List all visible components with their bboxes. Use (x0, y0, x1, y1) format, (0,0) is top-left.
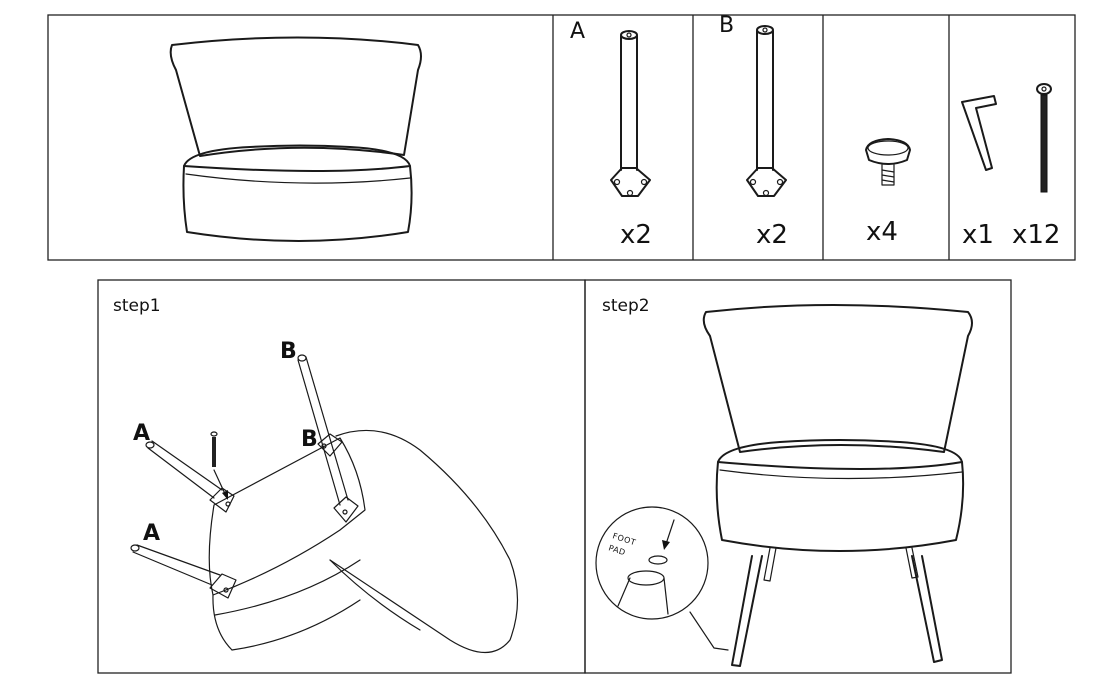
leg-b-mount (317, 433, 343, 457)
leg-a-letter: A (570, 19, 585, 44)
allen-key-part: x1 (961, 95, 997, 250)
parts-strip-frame (47, 14, 1076, 261)
leg-a-bottom (130, 544, 237, 599)
bolt-qty: x12 (1012, 220, 1060, 250)
leg-b-letter: B (719, 13, 734, 38)
leg-a-part: A x2 (570, 19, 652, 250)
leg-b-qty: x2 (756, 220, 788, 250)
step2-panel: step2 FOOT PAD (584, 279, 1012, 674)
bolt-part: x12 (1012, 83, 1060, 250)
leg-a-qty: x2 (620, 220, 652, 250)
foot-pad-qty: x4 (866, 217, 898, 247)
step1-bolt (210, 431, 228, 500)
overturned-chair (208, 429, 519, 653)
chair-preview (169, 36, 422, 242)
assembled-chair (702, 304, 973, 667)
foot-pad-detail: FOOT PAD (595, 506, 729, 651)
parts-strip: A x2 B x2 x4 (47, 13, 1076, 261)
foot-pad-label-line2: PAD (607, 543, 626, 557)
leg-b-top (297, 354, 359, 523)
step2-frame (584, 279, 1012, 674)
step2-title: step2 (602, 296, 650, 316)
step1-panel: step1 (97, 279, 586, 674)
leg-a-top (145, 440, 235, 513)
foot-pad-part: x4 (865, 138, 911, 247)
label-b-mid: B (301, 427, 318, 452)
label-a-top: A (133, 421, 150, 446)
leg-b-part: B x2 (719, 13, 788, 250)
step1-title: step1 (113, 296, 161, 316)
label-a-bottom: A (143, 521, 160, 546)
label-b-top: B (280, 339, 297, 364)
allen-key-qty: x1 (962, 220, 994, 250)
